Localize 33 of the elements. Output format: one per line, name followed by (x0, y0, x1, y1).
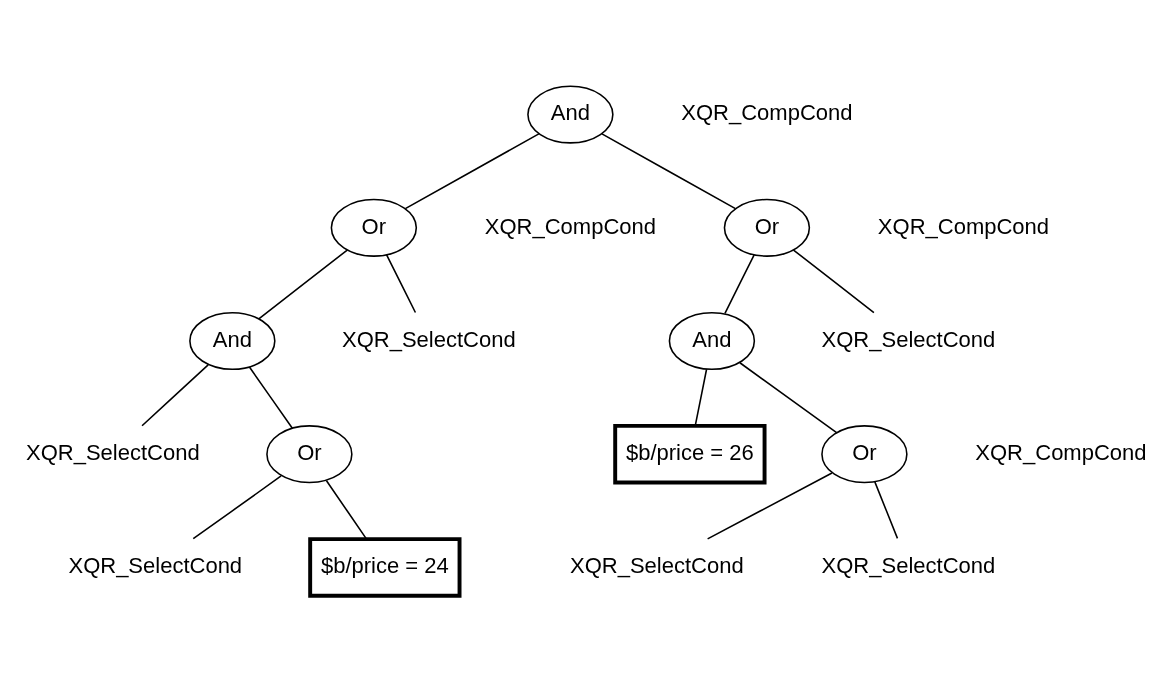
node-label: XQR_CompCond (484, 213, 656, 239)
node-text: XQR_SelectCond (342, 326, 516, 352)
connector (739, 361, 838, 433)
node-box: $b/price = 24 (308, 536, 462, 598)
connector (385, 253, 417, 313)
connector (248, 365, 294, 429)
connector (141, 363, 209, 426)
node-text: XQR_SelectCond (821, 552, 996, 578)
connector (325, 479, 367, 539)
connector (694, 367, 708, 426)
node-ellipse: And (189, 311, 276, 370)
node-text: XQR_SelectCond (821, 326, 996, 352)
node-label: XQR_CompCond (681, 99, 853, 125)
node-ellipse: Or (266, 424, 353, 483)
node-ellipse: And (668, 311, 756, 370)
connector (404, 132, 540, 209)
node-ellipse: Or (821, 424, 908, 483)
connector (792, 248, 875, 313)
connector (874, 480, 899, 539)
connector (706, 471, 833, 540)
connector (724, 253, 755, 314)
connector (601, 132, 737, 209)
node-ellipse: Or (723, 198, 811, 257)
node-text: XQR_SelectCond (570, 552, 744, 578)
connector (192, 474, 282, 539)
node-ellipse: Or (330, 198, 418, 257)
node-box: $b/price = 26 (613, 423, 767, 484)
node-text: XQR_SelectCond (68, 552, 243, 578)
node-text: XQR_SelectCond (26, 439, 200, 465)
node-ellipse: And (527, 85, 614, 144)
node-label: XQR_CompCond (877, 213, 1050, 239)
connector (258, 248, 348, 320)
node-label: XQR_CompCond (975, 439, 1147, 465)
